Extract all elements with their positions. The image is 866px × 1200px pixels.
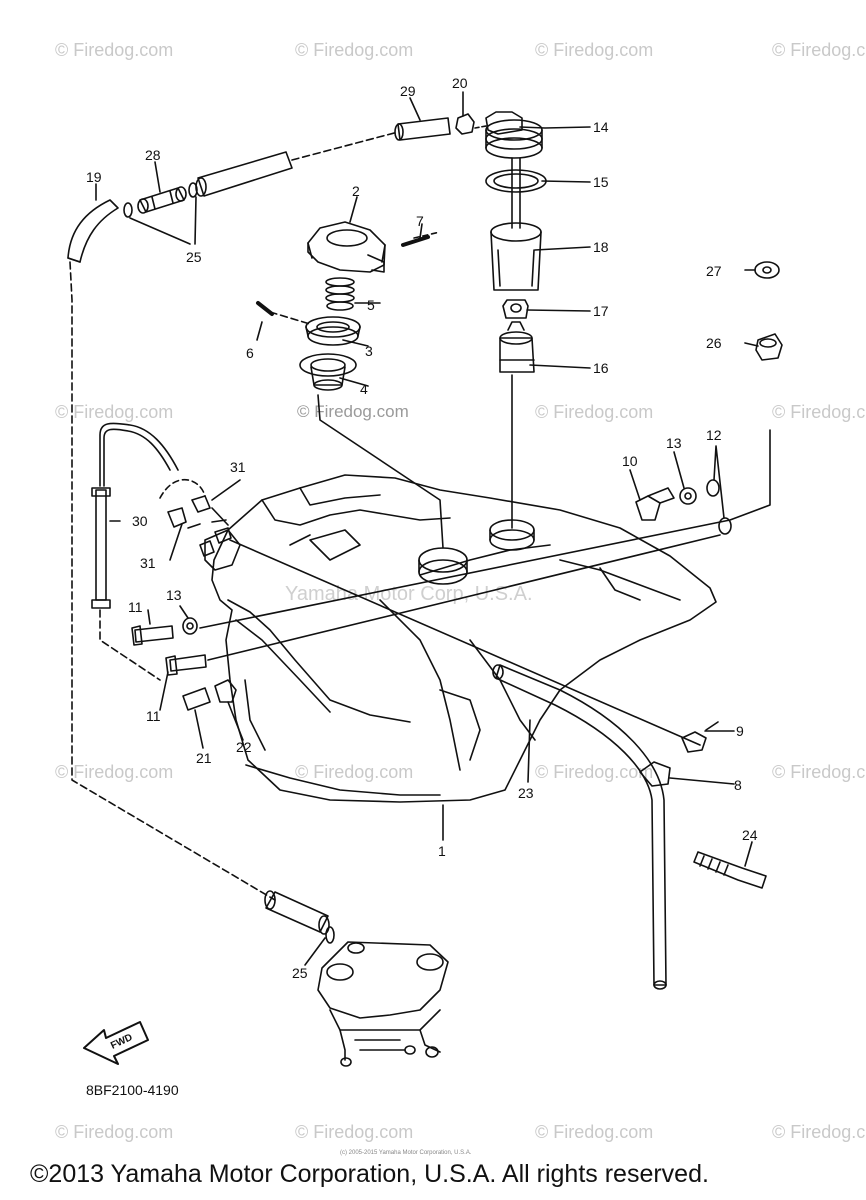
cap-gasket xyxy=(305,316,361,346)
breather-pipe xyxy=(495,664,667,986)
part-label-29: 29 xyxy=(400,83,416,99)
copyright-notice: ©2013 Yamaha Motor Corporation, U.S.A. A… xyxy=(30,1160,709,1188)
part-label-5: 5 xyxy=(367,297,375,313)
watermark: © Firedog.com xyxy=(55,1122,174,1142)
part-label-31: 31 xyxy=(140,555,156,571)
part-label-31: 31 xyxy=(230,459,246,475)
watermark: © Firedog.com xyxy=(535,1122,654,1142)
part-label-28: 28 xyxy=(145,147,161,163)
watermark: © Firedog.com xyxy=(772,402,866,422)
watermark: © Firedog.com xyxy=(295,762,414,782)
part-label-25: 25 xyxy=(186,249,202,265)
part-label-12: 12 xyxy=(706,427,722,443)
part-label-22: 22 xyxy=(236,739,252,755)
part-label-11: 11 xyxy=(146,708,161,724)
part-label-20: 20 xyxy=(452,75,468,91)
part-label-19: 19 xyxy=(86,169,102,185)
mount-bolt-lower xyxy=(165,654,207,676)
fuel-sender-assembly xyxy=(485,111,547,529)
mount-bolt-upper xyxy=(131,625,174,646)
yamaha-watermark: Yamaha Motor Corp, U.S.A. xyxy=(285,583,533,605)
part-label-16: 16 xyxy=(593,360,609,376)
tiny-copyright: (c) 2005-2015 Yamaha Motor Corporation, … xyxy=(340,1150,472,1156)
watermark: © Firedog.com xyxy=(55,40,174,60)
watermark: © Firedog.com xyxy=(55,762,174,782)
part-label-21: 21 xyxy=(196,750,212,766)
part-label-4: 4 xyxy=(360,381,368,397)
fuel-tank xyxy=(199,474,717,803)
fwd-arrow xyxy=(83,1021,149,1065)
part-label-25: 25 xyxy=(292,965,308,981)
watermark: © Firedog.com xyxy=(772,40,866,60)
watermark: © Firedog.com xyxy=(535,402,654,422)
watermark: © Firedog.com xyxy=(295,40,414,60)
part-label-6: 6 xyxy=(246,345,254,361)
vent-hose-elbow xyxy=(67,199,119,263)
part-label-9: 9 xyxy=(736,723,744,739)
part-label-26: 26 xyxy=(706,335,722,351)
part-label-15: 15 xyxy=(593,174,609,190)
washer-left xyxy=(182,617,198,635)
part-label-13: 13 xyxy=(166,587,182,603)
vent-tube xyxy=(95,489,107,601)
part-label-13: 13 xyxy=(666,435,682,451)
part-label-27: 27 xyxy=(706,263,722,279)
part-label-8: 8 xyxy=(734,777,742,793)
fuel-pump xyxy=(317,941,449,1067)
part-label-2: 2 xyxy=(352,183,360,199)
part-label-3: 3 xyxy=(365,343,373,359)
part-label-1: 1 xyxy=(438,843,446,859)
watermark: © Firedog.com xyxy=(772,1122,866,1142)
part-label-7: 7 xyxy=(416,213,424,229)
part-label-30: 30 xyxy=(132,513,148,529)
watermark: © Firedog.com xyxy=(55,402,174,422)
diagram-code: 8BF2100-4190 xyxy=(86,1082,179,1098)
part-label-23: 23 xyxy=(518,785,534,801)
part-labels: 2 3 4 5 6 7 8 9 10 11 11 12 13 13 14 15 … xyxy=(86,75,758,1052)
watermark-center: © Firedog.com xyxy=(297,402,409,421)
part-label-10: 10 xyxy=(622,453,638,469)
fuel-cap xyxy=(307,221,386,273)
cap-spring xyxy=(325,277,355,311)
watermark: © Firedog.com xyxy=(295,1122,414,1142)
part-label-17: 17 xyxy=(593,303,609,319)
part-label-24: 24 xyxy=(742,827,758,843)
part-label-18: 18 xyxy=(593,239,609,255)
filler-ring xyxy=(299,353,357,391)
watermark: © Firedog.com xyxy=(535,40,654,60)
watermark: © Firedog.com xyxy=(772,762,866,782)
part-label-11: 11 xyxy=(128,599,143,615)
part-label-14: 14 xyxy=(593,119,609,135)
watermark: © Firedog.com xyxy=(535,762,654,782)
